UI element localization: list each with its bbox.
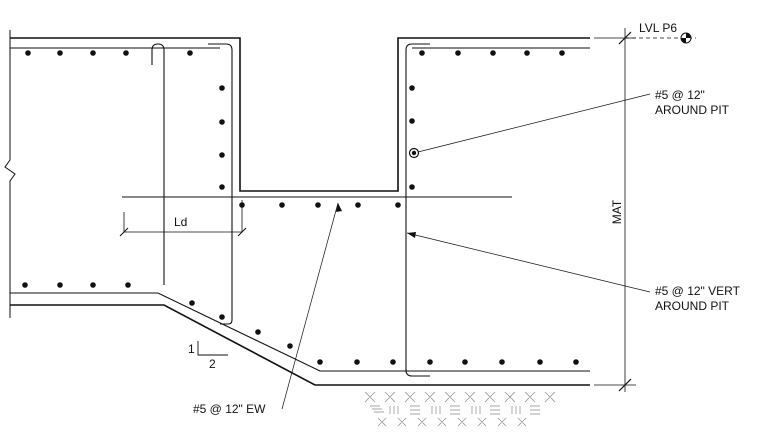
- rebar-dot: [462, 359, 468, 365]
- rebar-dot: [395, 202, 401, 208]
- rebar-dot: [123, 50, 129, 56]
- ew-bar-label: #5 @ 12" EW: [193, 402, 266, 416]
- around-pit-label-line1: #5 @ 12": [655, 88, 705, 102]
- leader-arrowheads: [336, 203, 416, 238]
- rebar-dot: [499, 359, 505, 365]
- mat-dimension: [594, 28, 636, 392]
- rebar-dot: [255, 329, 261, 335]
- leader-lines: [281, 93, 651, 410]
- rebar-dot: [22, 282, 28, 288]
- level-marker: [625, 32, 696, 44]
- concrete-outline: [10, 37, 590, 386]
- rebar-dot: [219, 314, 225, 320]
- ld-label: Ld: [174, 215, 187, 229]
- vertical-hook-bars: [151, 43, 430, 377]
- soil-hatch: [364, 391, 556, 427]
- slope-indicator: [197, 341, 228, 356]
- rebar-dot: [25, 50, 31, 56]
- rebar-dot: [559, 50, 565, 56]
- rebar-dot: [287, 343, 293, 349]
- rebar-dot: [90, 282, 96, 288]
- slope-rise-label: 1: [188, 342, 195, 356]
- rebar-dot: [315, 202, 321, 208]
- rebar-dot: [573, 359, 579, 365]
- rebar-dot: [189, 300, 195, 306]
- rebar-dot: [219, 85, 225, 91]
- rebar-dot: [390, 359, 396, 365]
- level-label: LVL P6: [639, 21, 677, 35]
- rebar-dot: [317, 359, 323, 365]
- rebar-dot: [409, 118, 415, 124]
- rebar-dot: [409, 85, 415, 91]
- vert-around-pit-label-line1: #5 @ 12" VERT: [655, 284, 741, 298]
- rebar-dot: [490, 50, 496, 56]
- rebar-dots: [22, 50, 579, 365]
- slope-run-label: 2: [209, 357, 216, 371]
- rebar-dot: [90, 50, 96, 56]
- rebar-dot: [354, 359, 360, 365]
- rebar-dot: [57, 50, 63, 56]
- rebar-dot: [427, 359, 433, 365]
- rebar-dot: [219, 184, 225, 190]
- rebar-dot: [409, 184, 415, 190]
- rebar-dot: [239, 202, 245, 208]
- rebar-dot: [57, 282, 63, 288]
- rebar-dot: [355, 202, 361, 208]
- around-pit-label-line2: AROUND PIT: [655, 103, 730, 117]
- rebar-dot: [219, 119, 225, 125]
- rebar-dot: [219, 152, 225, 158]
- rebar-dot: [455, 50, 461, 56]
- rebar-dot: [187, 50, 193, 56]
- rebar-dot: [537, 359, 543, 365]
- mat-label: MAT: [610, 199, 624, 224]
- rebar-dot: [524, 50, 530, 56]
- rebar-dot: [125, 282, 131, 288]
- top-reinforcing-bars: [10, 47, 590, 372]
- rebar-dot: [419, 50, 425, 56]
- rebar-dot: [279, 202, 285, 208]
- vert-around-pit-label-line2: AROUND PIT: [655, 299, 730, 313]
- lap-bar: [119, 196, 512, 237]
- break-line: [4, 30, 16, 318]
